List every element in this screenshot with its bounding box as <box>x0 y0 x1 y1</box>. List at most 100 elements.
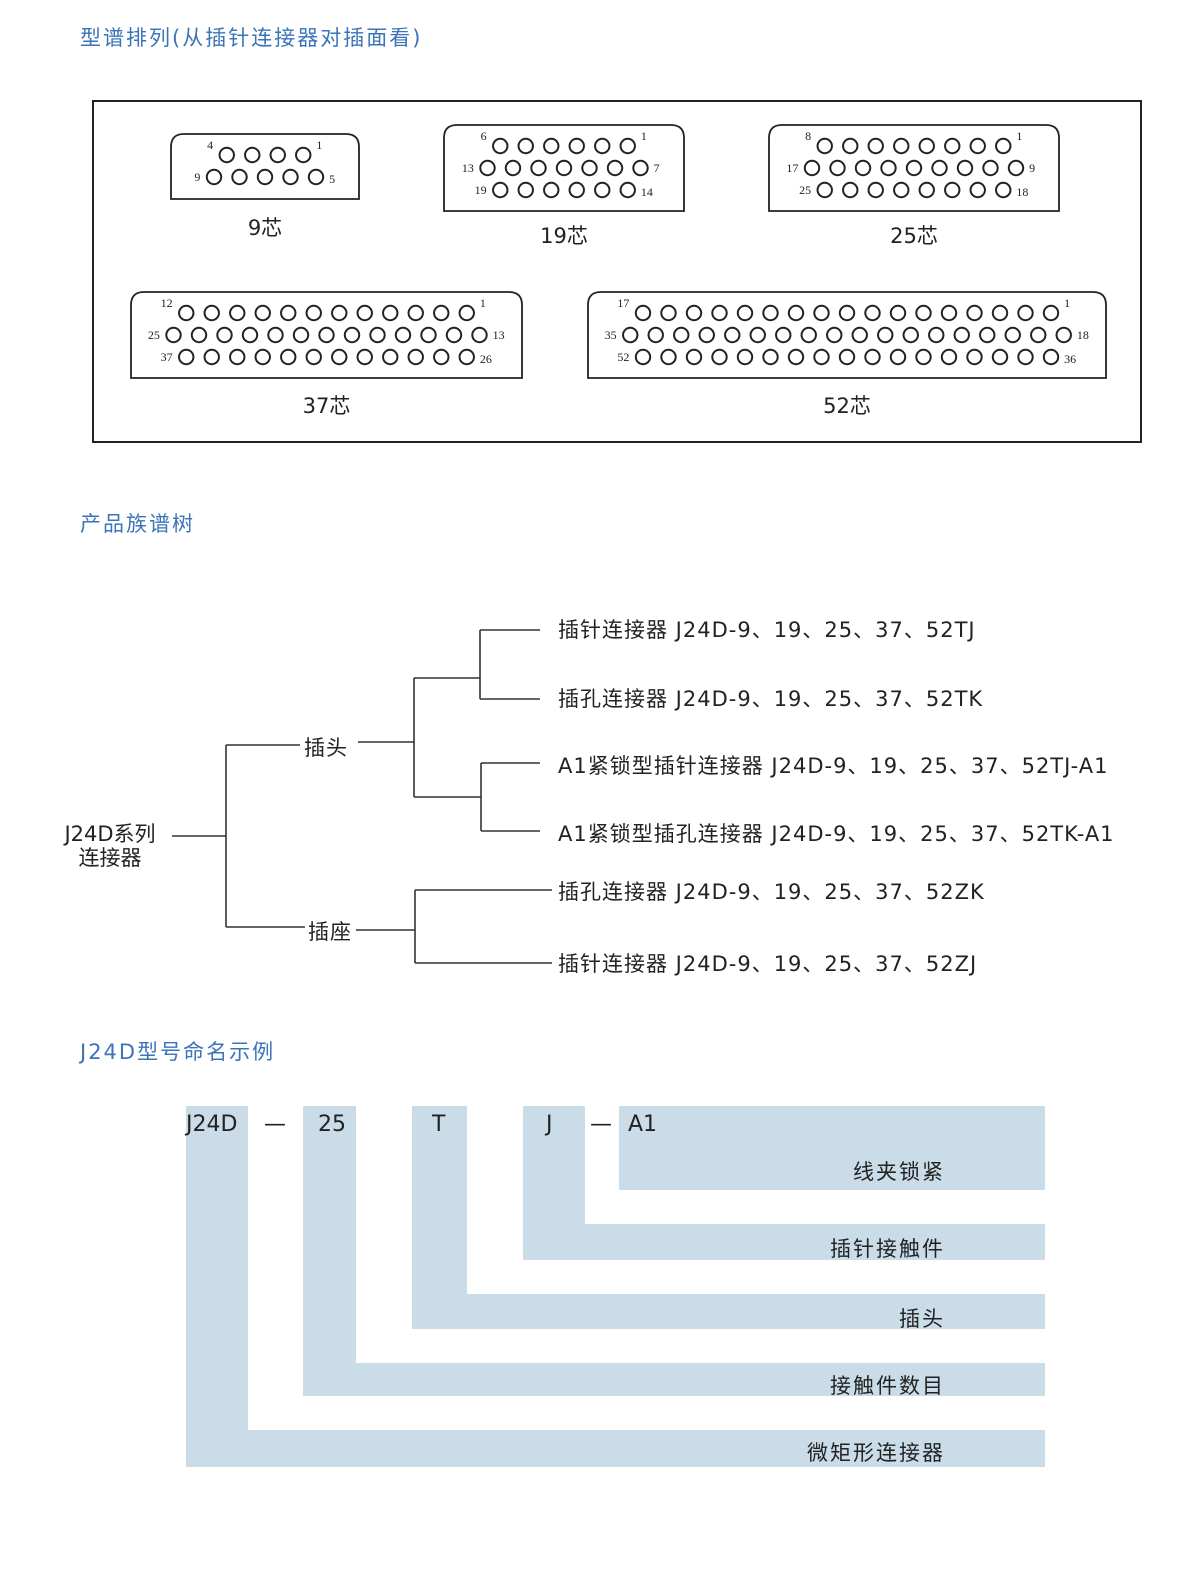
pin-hole <box>256 168 274 186</box>
pin-hole <box>458 348 475 366</box>
pin-hole <box>944 181 961 199</box>
tree-node-socket: 插座 <box>308 920 352 944</box>
code-count: 25 <box>318 1112 346 1137</box>
pin-hole <box>931 159 948 177</box>
pin-hole <box>915 304 932 322</box>
pin-hole <box>594 181 611 199</box>
pin-hole <box>568 137 585 155</box>
connector-caption: 25芯 <box>890 224 938 248</box>
label-lock: 线夹锁紧 <box>853 1160 945 1184</box>
pin-hole <box>816 137 833 155</box>
pin-hole <box>724 326 741 344</box>
pin-hole <box>229 348 246 366</box>
pin-hole <box>749 326 766 344</box>
pin-hole <box>1017 304 1034 322</box>
band-contact-horizontal <box>523 1224 1045 1260</box>
pin-hole <box>1004 326 1021 344</box>
code-series: J24D <box>186 1112 238 1137</box>
pin-hole <box>471 326 488 344</box>
pin-hole <box>606 159 624 177</box>
pin-number-label: 19 <box>475 183 487 197</box>
pin-hole <box>969 181 986 199</box>
pin-number-label: 13 <box>493 328 505 342</box>
pin-hole <box>867 137 884 155</box>
pin-hole <box>685 348 703 366</box>
tree-leaf: A1紧锁型插孔连接器 J24D-9、19、25、37、52TK-A1 <box>558 822 1115 846</box>
pin-hole <box>530 159 547 177</box>
pin-hole <box>619 181 636 199</box>
pin-hole <box>736 304 754 322</box>
pin-hole <box>1055 326 1072 344</box>
band-type-vertical <box>412 1106 467 1329</box>
pin-hole <box>445 326 463 344</box>
pin-hole <box>982 159 999 177</box>
pin-hole <box>229 304 246 322</box>
pin-number-label: 18 <box>1016 185 1028 199</box>
pin-hole <box>842 137 859 155</box>
pin-number-label: 4 <box>207 138 213 152</box>
pin-number-label: 52 <box>617 350 629 364</box>
pin-hole <box>966 348 983 366</box>
pin-number-label: 17 <box>786 161 798 175</box>
pin-hole <box>991 348 1009 366</box>
pin-hole <box>619 137 636 155</box>
pin-hole <box>292 326 310 344</box>
pin-hole <box>205 168 223 186</box>
pin-hole <box>787 304 805 322</box>
pin-hole <box>842 181 859 199</box>
pin-hole <box>995 181 1012 199</box>
code-type: T <box>432 1112 446 1137</box>
pin-hole <box>382 304 399 322</box>
connector-layout-frame <box>92 100 1142 443</box>
pin-hole <box>634 304 652 322</box>
tree-leaf: 插孔连接器 J24D-9、19、25、37、52TK <box>558 687 984 711</box>
pin-hole <box>479 159 496 177</box>
pin-hole <box>492 181 509 199</box>
pin-number-label: 5 <box>329 172 335 186</box>
pin-hole <box>762 304 779 322</box>
pin-hole <box>969 137 986 155</box>
pin-hole <box>928 326 945 344</box>
pin-hole <box>829 159 846 177</box>
pin-hole <box>854 159 872 177</box>
pin-hole <box>762 348 779 366</box>
connector-shell <box>587 291 1107 379</box>
pin-number-label: 14 <box>641 185 653 199</box>
pin-hole <box>307 168 325 186</box>
pin-hole <box>433 348 450 366</box>
label-contact: 插针接触件 <box>830 1237 945 1261</box>
pin-hole <box>660 304 677 322</box>
tree-leaf: A1紧锁型插针连接器 J24D-9、19、25、37、52TJ-A1 <box>558 754 1109 778</box>
pin-hole <box>979 326 996 344</box>
pin-hole <box>803 159 821 177</box>
pin-hole <box>407 304 424 322</box>
pin-hole <box>940 348 958 366</box>
pin-hole <box>244 146 261 164</box>
pin-hole <box>1030 326 1047 344</box>
pin-hole <box>568 181 585 199</box>
pin-hole <box>1017 348 1034 366</box>
pin-number-label: 6 <box>481 129 487 143</box>
pin-hole <box>343 326 361 344</box>
pin-hole <box>295 146 312 164</box>
pin-hole <box>851 326 868 344</box>
band-lock <box>619 1106 1045 1190</box>
pin-hole <box>787 348 805 366</box>
pin-hole <box>826 326 843 344</box>
pin-hole <box>673 326 690 344</box>
pin-hole <box>517 181 534 199</box>
pin-hole <box>254 348 271 366</box>
pin-hole <box>433 304 450 322</box>
pin-hole <box>816 181 833 199</box>
pin-hole <box>813 304 830 322</box>
pin-hole <box>543 137 560 155</box>
pin-hole <box>877 326 894 344</box>
pin-hole <box>517 137 534 155</box>
pin-hole <box>1042 304 1060 322</box>
pin-hole <box>775 326 792 344</box>
